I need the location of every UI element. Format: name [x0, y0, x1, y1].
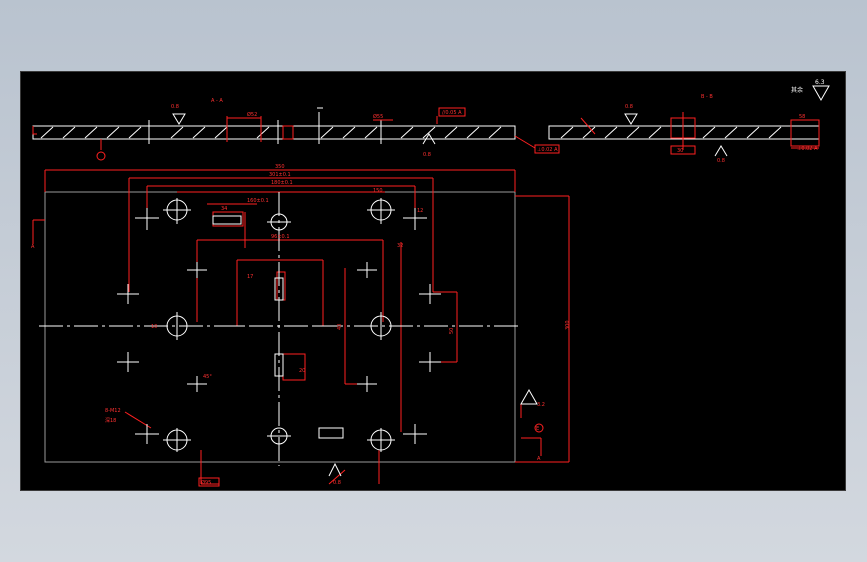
dim-label: 160±0.1 — [247, 198, 269, 204]
dim-label: 40 — [337, 324, 343, 330]
dim-label: Ø95 — [201, 479, 211, 486]
dim-label: 50 — [449, 328, 455, 334]
hole-note: 深18 — [105, 417, 116, 424]
dim-label: 45° — [203, 374, 212, 380]
section-view-bb: B - B 0.8 0.8 30 58 ⊥0.02 A 其余 6.3 — [548, 79, 830, 164]
tolerance-frame: ⊥0.02 A — [797, 146, 818, 152]
datum-label: E — [536, 426, 539, 432]
cad-viewport[interactable]: A - A 0.8 Ø52 Ø55 //0.05 A ⊥0.02 A 0.8 — [20, 71, 846, 491]
dim-label: 180±0.1 — [271, 180, 293, 186]
dim-label: 34 — [221, 206, 227, 212]
roughness-label: 3.2 — [537, 402, 545, 408]
dim-label: 96±0.1 — [271, 234, 290, 240]
datum-label: A — [31, 244, 35, 250]
dim-label: Ø55 — [373, 113, 383, 120]
dim-label: Ø52 — [247, 111, 257, 118]
tolerance-frame: //0.05 A — [442, 110, 462, 116]
dim-label: 10 — [151, 324, 157, 330]
roughness-label: 0.8 — [625, 104, 633, 110]
datum-label: A — [537, 456, 541, 462]
dim-label: 17 — [247, 274, 253, 280]
roughness-label: 0.8 — [333, 480, 341, 486]
section-label-aa: A - A — [211, 98, 223, 104]
dim-label: 32 — [397, 243, 403, 249]
roughness-label: 0.8 — [171, 104, 179, 110]
finish-value: 6.3 — [815, 79, 825, 86]
dim-label: 58 — [799, 114, 805, 120]
tolerance-frame: ⊥0.02 A — [537, 147, 558, 153]
dim-label: 12 — [417, 208, 423, 214]
section-label-bb: B - B — [701, 94, 713, 100]
roughness-label: 0.8 — [717, 158, 725, 164]
dim-label: 350 — [275, 164, 285, 170]
cad-drawing: A - A 0.8 Ø52 Ø55 //0.05 A ⊥0.02 A 0.8 — [31, 79, 830, 487]
dim-label: 150 — [373, 188, 383, 194]
dim-label: 30 — [677, 148, 683, 154]
section-view-aa: A - A 0.8 Ø52 Ø55 //0.05 A ⊥0.02 A 0.8 — [32, 98, 560, 161]
dim-label: 301±0.1 — [269, 172, 291, 178]
dim-label: 20 — [299, 368, 305, 374]
roughness-label: 0.8 — [423, 152, 431, 158]
hole-note: 8-M12 — [105, 408, 121, 414]
dim-label: 300 — [565, 320, 571, 330]
finish-note: 其余 — [791, 86, 803, 94]
plan-view: 350 301±0.1 180±0.1 150 300 96±0.1 160±0… — [31, 164, 571, 487]
